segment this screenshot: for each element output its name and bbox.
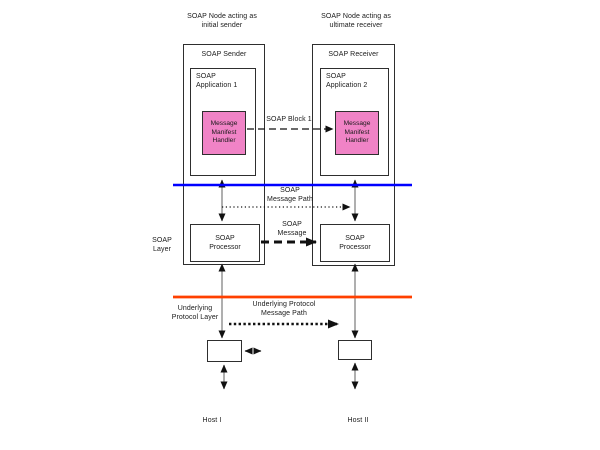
protocol-binding-box-left (207, 340, 242, 362)
soap-application-2-label: SOAP Application 2 (326, 73, 368, 90)
protocol-binding-box-right (338, 340, 372, 360)
soap-layer-label: SOAP Layer (152, 237, 172, 254)
soap-block-label: SOAP Block 1 (266, 116, 312, 123)
soap-receiver-title: SOAP Receiver (328, 51, 379, 58)
host-2-label: Host II (347, 417, 369, 424)
host-1-label: Host I (202, 417, 222, 424)
soap-message-label: SOAP Message (277, 221, 307, 238)
right-node-caption: SOAP Node acting as ultimate receiver (321, 13, 391, 30)
underlying-protocol-layer-label: Underlying Protocol Layer (171, 305, 219, 322)
message-manifest-handler-right: Message Manifest Handler (335, 111, 379, 155)
soap-processor-right: SOAP Processor (320, 224, 390, 262)
soap-processor-left: SOAP Processor (190, 224, 260, 262)
underlying-protocol-message-path-label: Underlying Protocol Message Path (252, 301, 316, 318)
soap-message-path-label: SOAP Message Path (267, 187, 313, 204)
soap-application-1-label: SOAP Application 1 (196, 73, 238, 90)
message-manifest-handler-left: Message Manifest Handler (202, 111, 246, 155)
left-node-caption: SOAP Node acting as initial sender (187, 13, 257, 30)
soap-sender-title: SOAP Sender (201, 51, 247, 58)
